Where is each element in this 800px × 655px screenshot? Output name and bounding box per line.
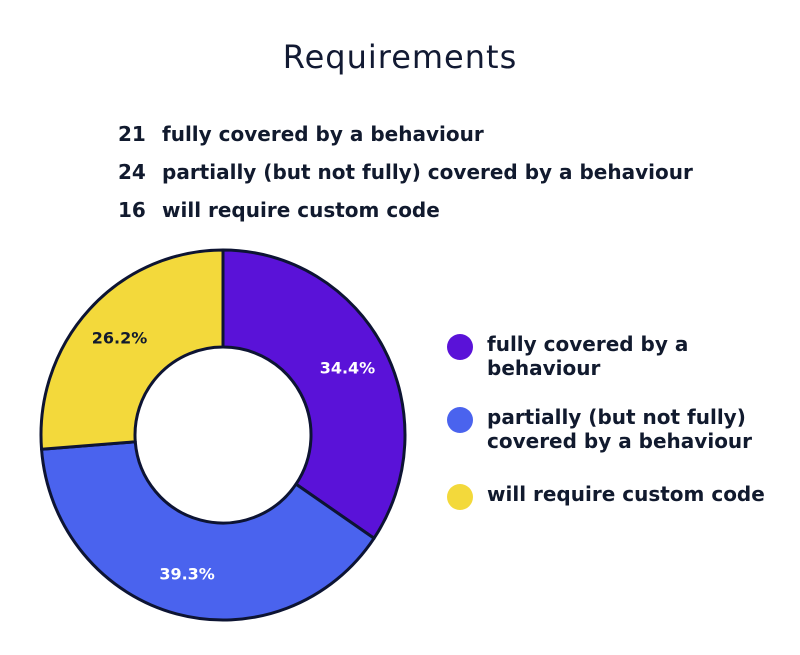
summary-row: 24 partially (but not fully) covered by a… xyxy=(118,160,693,184)
chart-title: Requirements xyxy=(282,38,518,76)
summary-row: 16 will require custom code xyxy=(118,198,440,222)
legend-item: will require custom code xyxy=(447,482,777,510)
summary-count: 24 xyxy=(118,160,146,184)
summary-label: fully covered by a behaviour xyxy=(162,122,484,146)
data-label: 34.4% xyxy=(320,359,376,378)
legend-label: will require custom code xyxy=(487,482,765,506)
donut-slice xyxy=(39,248,225,451)
summary-label: will require custom code xyxy=(162,198,440,222)
summary-row: 21 fully covered by a behaviour xyxy=(118,122,484,146)
summary-count: 16 xyxy=(118,198,146,222)
legend-item: partially (but not fully) covered by a b… xyxy=(447,405,777,453)
data-label: 26.2% xyxy=(92,329,148,348)
summary-label: partially (but not fully) covered by a b… xyxy=(162,160,693,184)
donut-slice xyxy=(221,248,407,540)
legend-swatch xyxy=(447,334,473,360)
donut-slice xyxy=(40,440,376,622)
summary-count: 21 xyxy=(118,122,146,146)
legend-label: fully covered by a behaviour xyxy=(487,332,689,380)
legend-swatch xyxy=(447,484,473,510)
data-label: 39.3% xyxy=(159,565,215,584)
legend-item: fully covered by a behaviour xyxy=(447,332,777,380)
legend-swatch xyxy=(447,407,473,433)
legend-label: partially (but not fully) covered by a b… xyxy=(487,405,753,453)
